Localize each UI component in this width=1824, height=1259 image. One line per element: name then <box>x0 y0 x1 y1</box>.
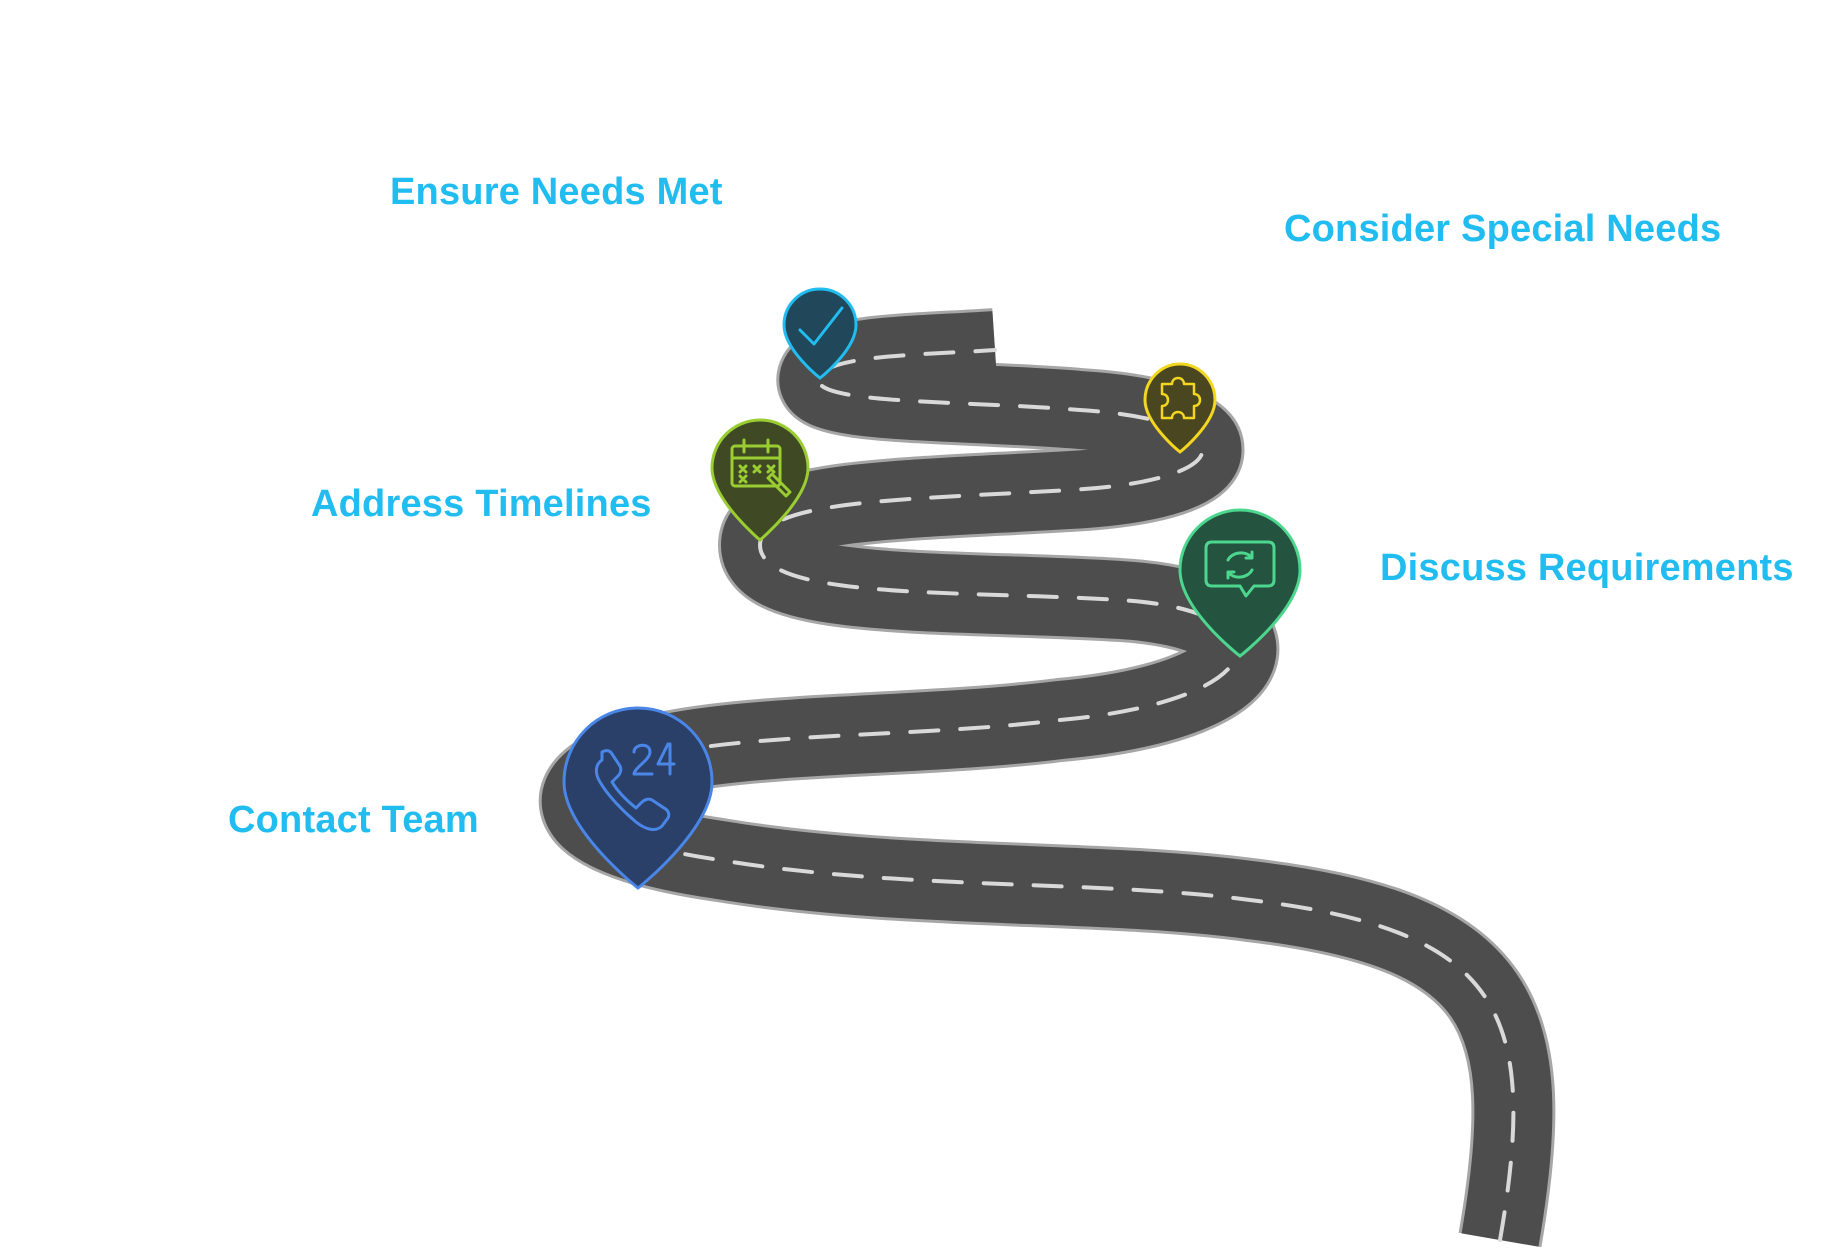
pin-address-timelines-shape <box>710 418 810 542</box>
checkmark-icon <box>798 306 844 346</box>
pin-consider-special-needs <box>1143 362 1217 454</box>
step-label-discuss-requirements: Discuss Requirements <box>1380 547 1794 589</box>
calendar-edit-icon <box>730 438 792 498</box>
pin-discuss-requirements-shape <box>1178 508 1302 658</box>
pin-address-timelines <box>710 418 810 542</box>
step-label-ensure-needs-met: Ensure Needs Met <box>390 171 723 213</box>
phone-24-icon <box>594 742 676 831</box>
puzzle-piece-icon <box>1160 376 1202 420</box>
pin-ensure-needs-met <box>782 287 858 380</box>
step-label-consider-special-needs: Consider Special Needs <box>1284 208 1722 250</box>
step-label-contact-team: Contact Team <box>228 799 479 841</box>
pin-contact-team <box>562 706 714 890</box>
chat-sync-icon <box>1204 540 1276 598</box>
step-label-address-timelines: Address Timelines <box>311 483 652 525</box>
pin-discuss-requirements <box>1178 508 1302 658</box>
